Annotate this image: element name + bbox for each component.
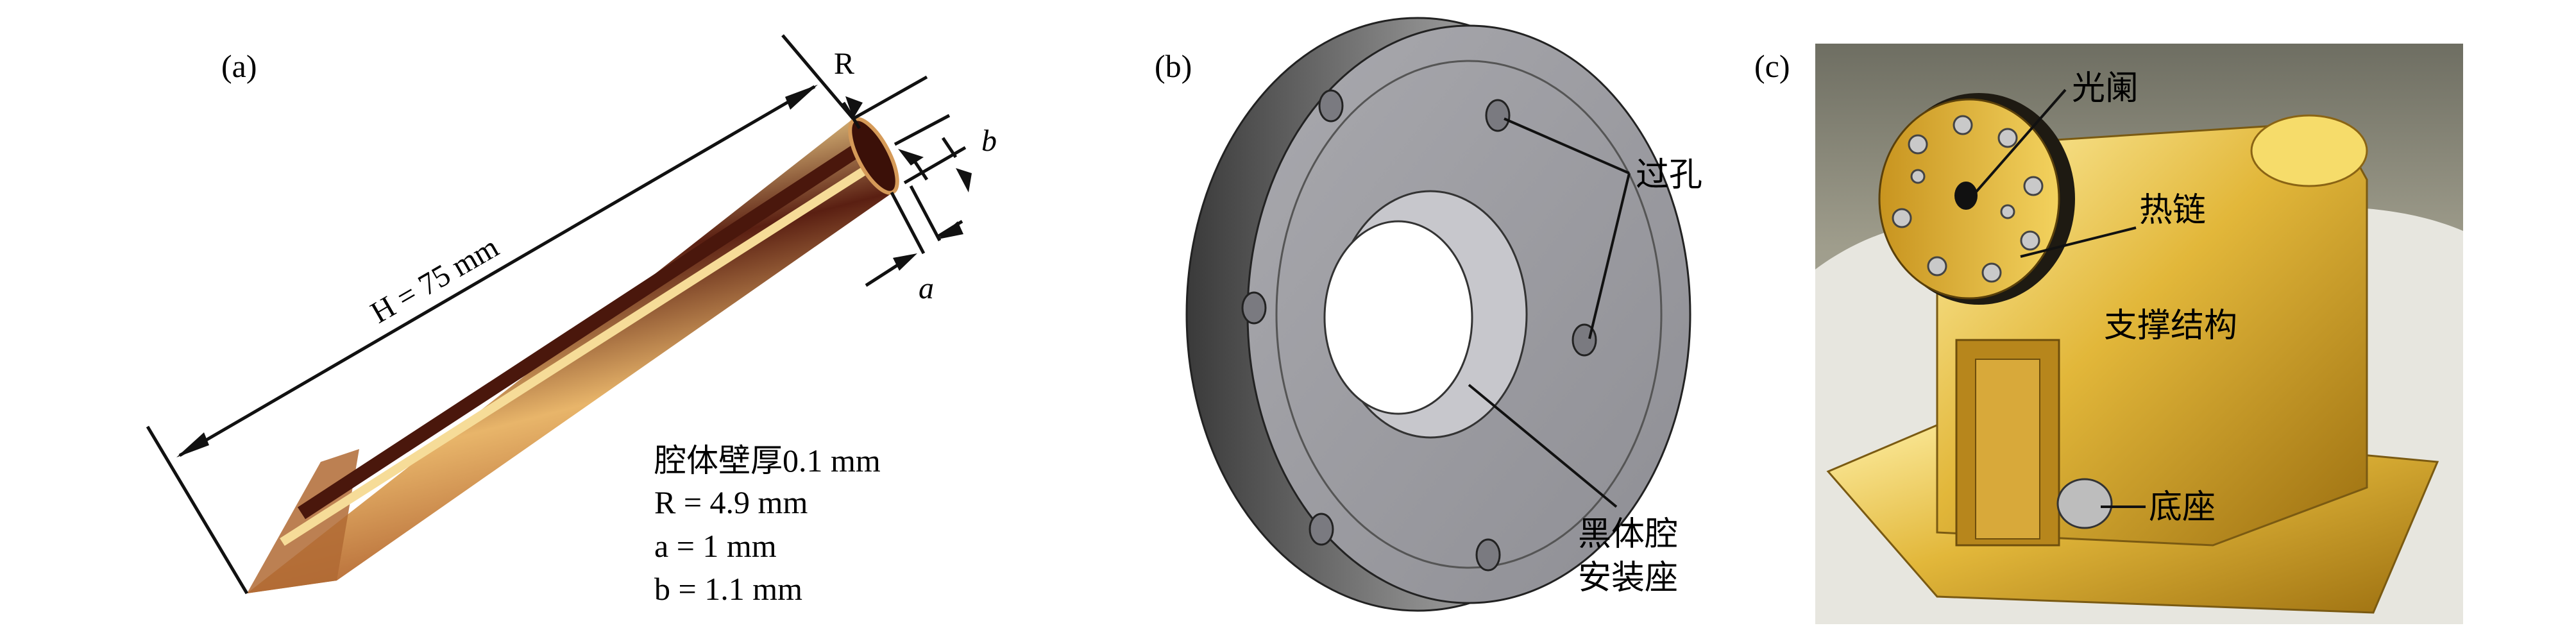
bolt — [1910, 169, 1926, 184]
through-hole — [1309, 513, 1334, 546]
blackbody-cavity-tube — [247, 117, 899, 593]
dimension-b-arrow-top — [898, 149, 924, 166]
panel-b: (b) 过孔 黑体腔 安装座 — [1155, 17, 1702, 612]
mounting-ring — [1185, 17, 1691, 612]
spec-line-wall: 腔体壁厚0.1 mm — [654, 443, 881, 479]
panel-c: (c) — [1754, 44, 2463, 624]
bolt — [1953, 115, 1973, 135]
bolt — [1997, 128, 2018, 148]
bolt — [2020, 230, 2040, 251]
bolt — [1927, 256, 1947, 276]
dimension-R — [842, 75, 928, 130]
connector — [2056, 478, 2113, 529]
photo-cavity-assembly — [1815, 44, 2463, 624]
dimension-b-arrow-bottom — [956, 168, 972, 192]
callout-through-holes — [1504, 117, 1631, 339]
bolt — [2023, 176, 2044, 196]
dimension-b-label: b — [981, 124, 997, 158]
callout-support-label: 支撑结构 — [2104, 308, 2237, 344]
spec-line-a: a = 1 mm — [654, 528, 777, 564]
callout-mount-leader — [1468, 384, 1618, 508]
dimension-H-arrow-right — [785, 85, 818, 110]
dimension-H — [146, 34, 854, 595]
dimension-a-label: a — [919, 271, 934, 305]
through-hole — [1485, 99, 1511, 132]
dimension-R-label: R — [834, 47, 854, 81]
dimension-a-arrow-left — [893, 253, 917, 271]
spec-line-R: R = 4.9 mm — [654, 484, 808, 520]
callout-heat-link-leader — [2020, 226, 2137, 258]
dimension-R-arrow — [845, 96, 863, 119]
callout-through-holes-label: 过孔 — [1636, 157, 1702, 194]
dimension-H-arrow-left — [176, 432, 209, 457]
dimension-a-arrow-right — [938, 221, 963, 239]
spec-line-b: b = 1.1 mm — [654, 571, 802, 607]
bolt — [1981, 262, 2002, 283]
aperture-hole — [1954, 182, 1978, 210]
bolt — [2000, 204, 2015, 219]
through-hole — [1241, 291, 1267, 325]
panel-a: (a) H = 75 mm R — [146, 34, 997, 607]
callout-mount-label-line1: 黑体腔 — [1578, 516, 1678, 553]
through-hole — [1318, 89, 1344, 123]
spec-list: 腔体壁厚0.1 mm R = 4.9 mm a = 1 mm b = 1.1 m… — [654, 443, 881, 607]
callout-mount-label-line2: 安装座 — [1578, 560, 1678, 597]
callout-aperture-leader — [1974, 89, 2067, 194]
callout-aperture-label: 光阑 — [2072, 71, 2139, 107]
bolt — [1908, 134, 1928, 155]
panel-c-label: (c) — [1754, 48, 1790, 84]
bolt — [1892, 208, 1912, 228]
callout-heat-link-label: 热链 — [2139, 192, 2206, 229]
panel-b-label: (b) — [1155, 48, 1192, 84]
through-hole — [1475, 538, 1501, 572]
callout-base-label: 底座 — [2149, 489, 2216, 526]
panel-a-label: (a) — [221, 48, 257, 84]
dimension-b — [894, 114, 967, 185]
